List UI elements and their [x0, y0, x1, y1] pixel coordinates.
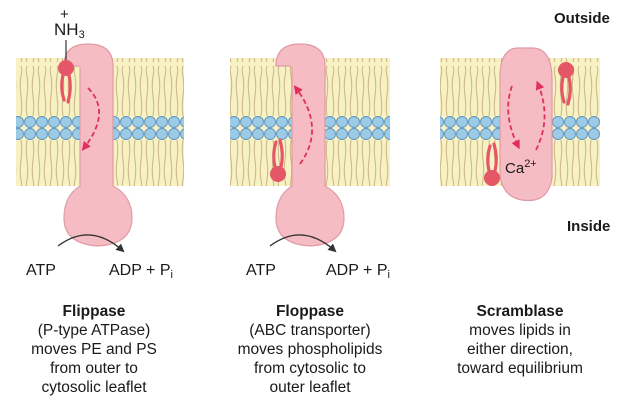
- flippase-panel: [16, 40, 184, 250]
- flippase-caption: Flippase (P-type ATPase) moves PE and PS…: [0, 302, 194, 397]
- floppase-caption-line: outer leaflet: [210, 378, 410, 397]
- scramblase-caption-line: toward equilibrium: [420, 359, 620, 378]
- scramblase-caption: Scramblase moves lipids in either direct…: [420, 302, 620, 378]
- flippase-caption-line: from outer to: [0, 359, 194, 378]
- scramblase-caption-line: moves lipids in: [420, 321, 620, 340]
- flippase-title: Flippase: [0, 302, 194, 321]
- amine-label: NH3: [54, 20, 85, 41]
- floppase-caption-line: (ABC transporter): [210, 321, 410, 340]
- flippase-caption-line: moves PE and PS: [0, 340, 194, 359]
- flippase-caption-line: (P-type ATPase): [0, 321, 194, 340]
- floppase-caption: Floppase (ABC transporter) moves phospho…: [210, 302, 410, 397]
- floppase-panel: [230, 44, 390, 250]
- scramblase-title: Scramblase: [420, 302, 620, 321]
- flippase-atp-label: ATP: [26, 262, 56, 280]
- outside-label: Outside: [554, 10, 610, 27]
- floppase-adp-label: ADP + Pi: [326, 262, 390, 281]
- floppase-caption-line: moves phospholipids: [210, 340, 410, 359]
- scramblase-panel: [440, 48, 600, 201]
- floppase-atp-label: ATP: [246, 262, 276, 280]
- flippase-caption-line: cytosolic leaflet: [0, 378, 194, 397]
- calcium-label: Ca2+: [505, 158, 537, 177]
- scramblase-caption-line: either direction,: [420, 340, 620, 359]
- flippase-adp-label: ADP + Pi: [109, 262, 173, 281]
- inside-label: Inside: [567, 218, 610, 235]
- floppase-title: Floppase: [210, 302, 410, 321]
- floppase-caption-line: from cytosolic to: [210, 359, 410, 378]
